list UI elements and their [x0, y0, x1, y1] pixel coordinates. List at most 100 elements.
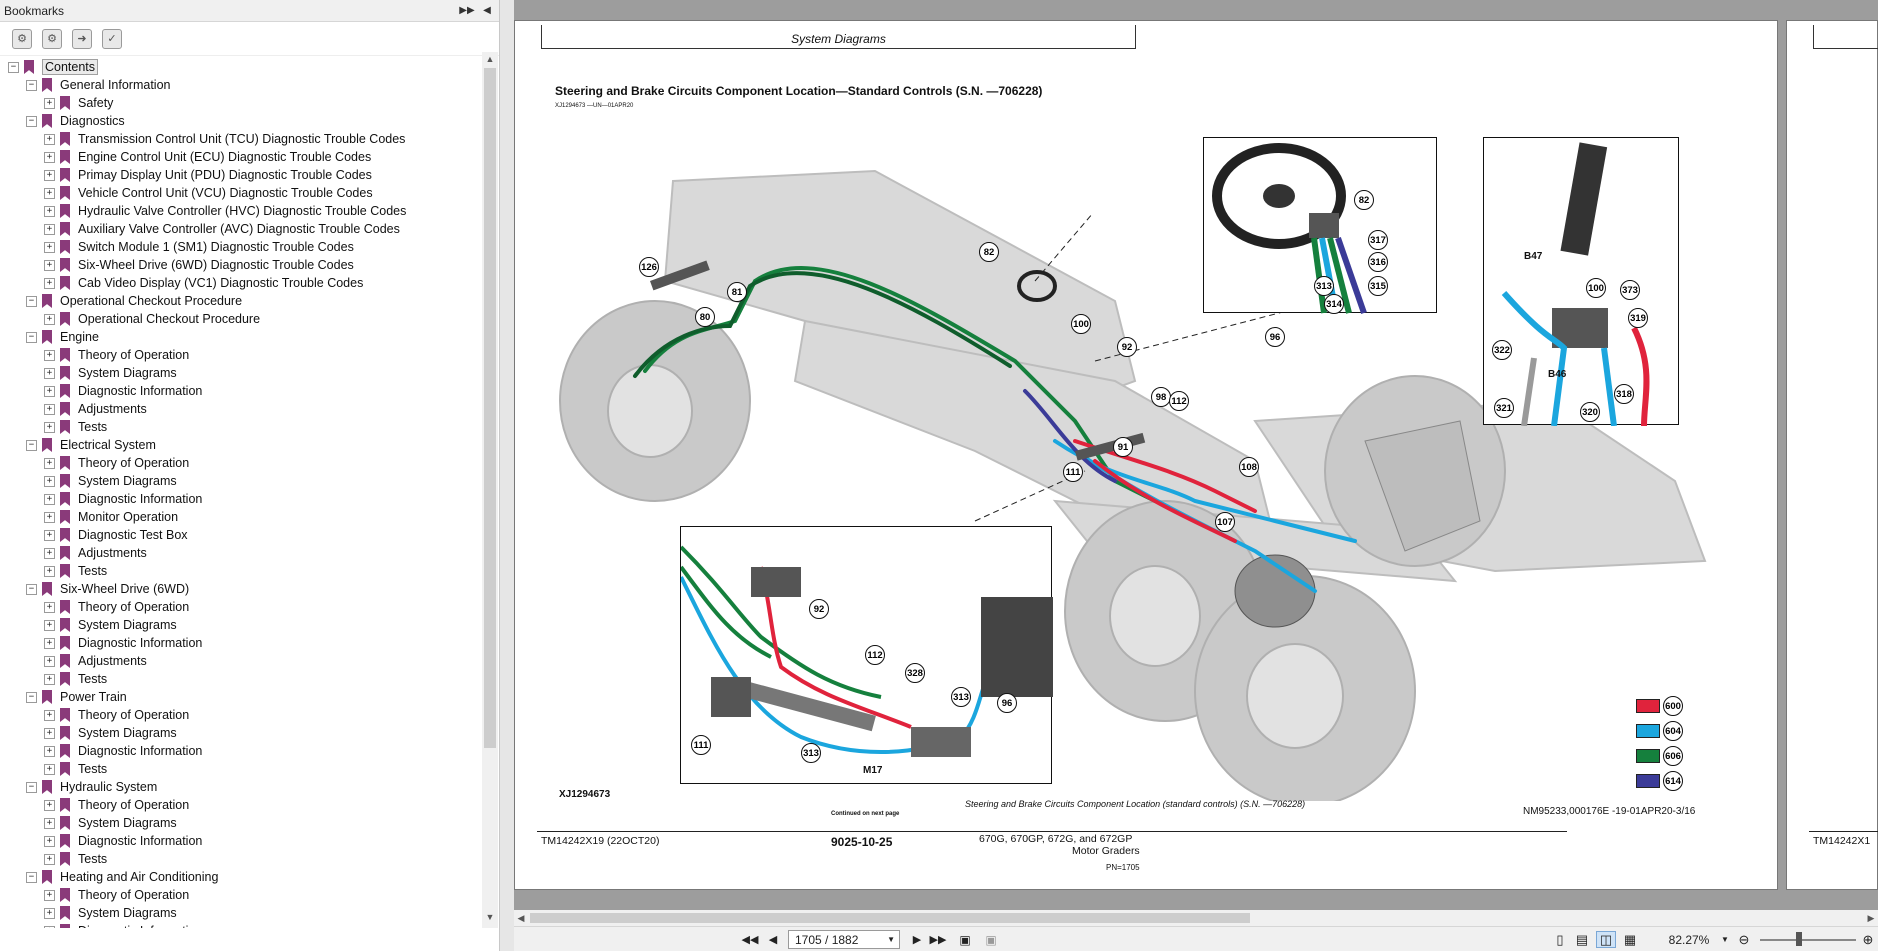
- collapse-toggle-icon[interactable]: −: [26, 331, 37, 343]
- bookmark-item[interactable]: +Tests: [44, 418, 107, 436]
- bookmark-section[interactable]: −Six-Wheel Drive (6WD): [26, 580, 189, 598]
- bookmark-item[interactable]: +System Diagrams: [44, 904, 177, 922]
- bookmark-item[interactable]: +Theory of Operation: [44, 796, 189, 814]
- bookmark-item[interactable]: +Theory of Operation: [44, 706, 189, 724]
- expand-toggle-icon[interactable]: +: [44, 97, 55, 109]
- scrollbar-thumb[interactable]: [484, 68, 496, 748]
- first-page-icon[interactable]: ◀◀: [741, 934, 759, 946]
- bookmark-item[interactable]: +Diagnostic Information: [44, 490, 202, 508]
- expand-toggle-icon[interactable]: +: [44, 619, 55, 631]
- expand-toggle-icon[interactable]: +: [44, 745, 55, 757]
- bookmark-item[interactable]: +Tests: [44, 670, 107, 688]
- expand-toggle-icon[interactable]: +: [44, 241, 55, 253]
- bookmark-item[interactable]: +Auxiliary Valve Controller (AVC) Diagno…: [44, 220, 400, 238]
- bookmark-item[interactable]: +System Diagrams: [44, 364, 177, 382]
- expand-toggle-icon[interactable]: +: [44, 853, 55, 865]
- expand-toggle-icon[interactable]: +: [44, 601, 55, 613]
- collapse-toggle-icon[interactable]: −: [26, 871, 37, 883]
- expand-panel-icon[interactable]: ▶▶: [459, 5, 475, 16]
- scroll-left-icon[interactable]: ◀: [517, 913, 525, 923]
- bookmark-item[interactable]: +Six-Wheel Drive (6WD) Diagnostic Troubl…: [44, 256, 354, 274]
- zoom-out-icon[interactable]: ⊖: [1738, 931, 1750, 947]
- expand-toggle-icon[interactable]: +: [44, 817, 55, 829]
- expand-toggle-icon[interactable]: +: [44, 529, 55, 541]
- expand-toggle-icon[interactable]: +: [44, 169, 55, 181]
- single-page-icon[interactable]: ▯: [1556, 931, 1564, 947]
- collapse-toggle-icon[interactable]: −: [26, 79, 37, 91]
- zoom-in-icon[interactable]: ⊕: [1862, 931, 1874, 947]
- expand-toggle-icon[interactable]: +: [44, 907, 55, 919]
- expand-toggle-icon[interactable]: +: [44, 889, 55, 901]
- collapse-toggle-icon[interactable]: −: [26, 691, 37, 703]
- expand-toggle-icon[interactable]: +: [44, 385, 55, 397]
- bookmarks-scrollbar[interactable]: ▲ ▼: [482, 52, 498, 928]
- bookmark-item[interactable]: +Operational Checkout Procedure: [44, 310, 260, 328]
- expand-toggle-icon[interactable]: +: [44, 727, 55, 739]
- bookmark-item[interactable]: +Adjustments: [44, 400, 147, 418]
- go-to-bookmark-icon[interactable]: ➜: [72, 28, 92, 49]
- bookmark-section[interactable]: −Power Train: [26, 688, 127, 706]
- expand-toggle-icon[interactable]: +: [44, 511, 55, 523]
- page-number-field[interactable]: 1705 / 1882 ▼: [788, 930, 900, 949]
- bookmark-section[interactable]: −General Information: [26, 76, 170, 94]
- facing-pages-icon[interactable]: ◫: [1596, 931, 1616, 948]
- tree-root[interactable]: − Contents: [8, 58, 99, 76]
- bookmark-section[interactable]: −Hydraulic System: [26, 778, 157, 796]
- expand-toggle-icon[interactable]: +: [44, 493, 55, 505]
- bookmark-item[interactable]: +Diagnostic Test Box: [44, 526, 188, 544]
- previous-page-icon[interactable]: ◀: [768, 934, 778, 946]
- bookmark-item[interactable]: +Diagnostic Information: [44, 922, 202, 928]
- continuous-page-icon[interactable]: ▤: [1575, 931, 1589, 947]
- bookmark-item[interactable]: +Tests: [44, 562, 107, 580]
- next-view-icon[interactable]: ▣: [985, 932, 997, 947]
- collapse-toggle-icon[interactable]: −: [8, 61, 19, 73]
- bookmark-item[interactable]: +Primay Display Unit (PDU) Diagnostic Tr…: [44, 166, 372, 184]
- bookmark-section[interactable]: −Operational Checkout Procedure: [26, 292, 242, 310]
- bookmark-item[interactable]: +Diagnostic Information: [44, 634, 202, 652]
- zoom-level[interactable]: 82.27%: [1668, 932, 1710, 947]
- expand-toggle-icon[interactable]: +: [44, 313, 55, 325]
- sync-bookmark-icon[interactable]: ✓: [102, 28, 122, 49]
- collapse-toggle-icon[interactable]: −: [26, 583, 37, 595]
- bookmark-item[interactable]: +System Diagrams: [44, 472, 177, 490]
- next-page-icon[interactable]: ▶: [912, 934, 922, 946]
- bookmark-item[interactable]: +Transmission Control Unit (TCU) Diagnos…: [44, 130, 405, 148]
- zoom-dropdown-icon[interactable]: ▼: [1721, 935, 1729, 944]
- bookmark-section[interactable]: −Engine: [26, 328, 99, 346]
- expand-toggle-icon[interactable]: +: [44, 259, 55, 271]
- expand-toggle-icon[interactable]: +: [44, 673, 55, 685]
- continuous-facing-icon[interactable]: ▦: [1623, 931, 1637, 947]
- last-page-icon[interactable]: ▶▶: [929, 934, 947, 946]
- scroll-up-icon[interactable]: ▲: [485, 54, 495, 64]
- bookmark-item[interactable]: +Switch Module 1 (SM1) Diagnostic Troubl…: [44, 238, 354, 256]
- expand-toggle-icon[interactable]: +: [44, 223, 55, 235]
- bookmark-item[interactable]: +Adjustments: [44, 544, 147, 562]
- expand-toggle-icon[interactable]: +: [44, 367, 55, 379]
- horizontal-scrollbar[interactable]: ◀ ▶: [514, 910, 1878, 926]
- zoom-slider-thumb[interactable]: [1796, 932, 1802, 946]
- bookmark-item[interactable]: +Theory of Operation: [44, 598, 189, 616]
- expand-toggle-icon[interactable]: +: [44, 565, 55, 577]
- collapse-toggle-icon[interactable]: −: [26, 295, 37, 307]
- expand-toggle-icon[interactable]: +: [44, 475, 55, 487]
- bookmark-item[interactable]: +Vehicle Control Unit (VCU) Diagnostic T…: [44, 184, 373, 202]
- expand-toggle-icon[interactable]: +: [44, 421, 55, 433]
- bookmark-item[interactable]: +Tests: [44, 850, 107, 868]
- bookmark-item[interactable]: +Monitor Operation: [44, 508, 178, 526]
- bookmark-item[interactable]: +Diagnostic Information: [44, 832, 202, 850]
- expand-toggle-icon[interactable]: +: [44, 205, 55, 217]
- expand-toggle-icon[interactable]: +: [44, 151, 55, 163]
- expand-toggle-icon[interactable]: +: [44, 763, 55, 775]
- expand-all-icon[interactable]: ⚙: [12, 28, 32, 49]
- expand-toggle-icon[interactable]: +: [44, 277, 55, 289]
- scroll-down-icon[interactable]: ▼: [485, 912, 495, 922]
- expand-toggle-icon[interactable]: +: [44, 709, 55, 721]
- bookmark-item[interactable]: +Hydraulic Valve Controller (HVC) Diagno…: [44, 202, 406, 220]
- bookmark-item[interactable]: +Theory of Operation: [44, 346, 189, 364]
- bookmark-item[interactable]: +Theory of Operation: [44, 454, 189, 472]
- collapse-toggle-icon[interactable]: −: [26, 781, 37, 793]
- expand-toggle-icon[interactable]: +: [44, 835, 55, 847]
- bookmark-section[interactable]: −Heating and Air Conditioning: [26, 868, 218, 886]
- bookmark-section[interactable]: −Electrical System: [26, 436, 156, 454]
- expand-toggle-icon[interactable]: +: [44, 133, 55, 145]
